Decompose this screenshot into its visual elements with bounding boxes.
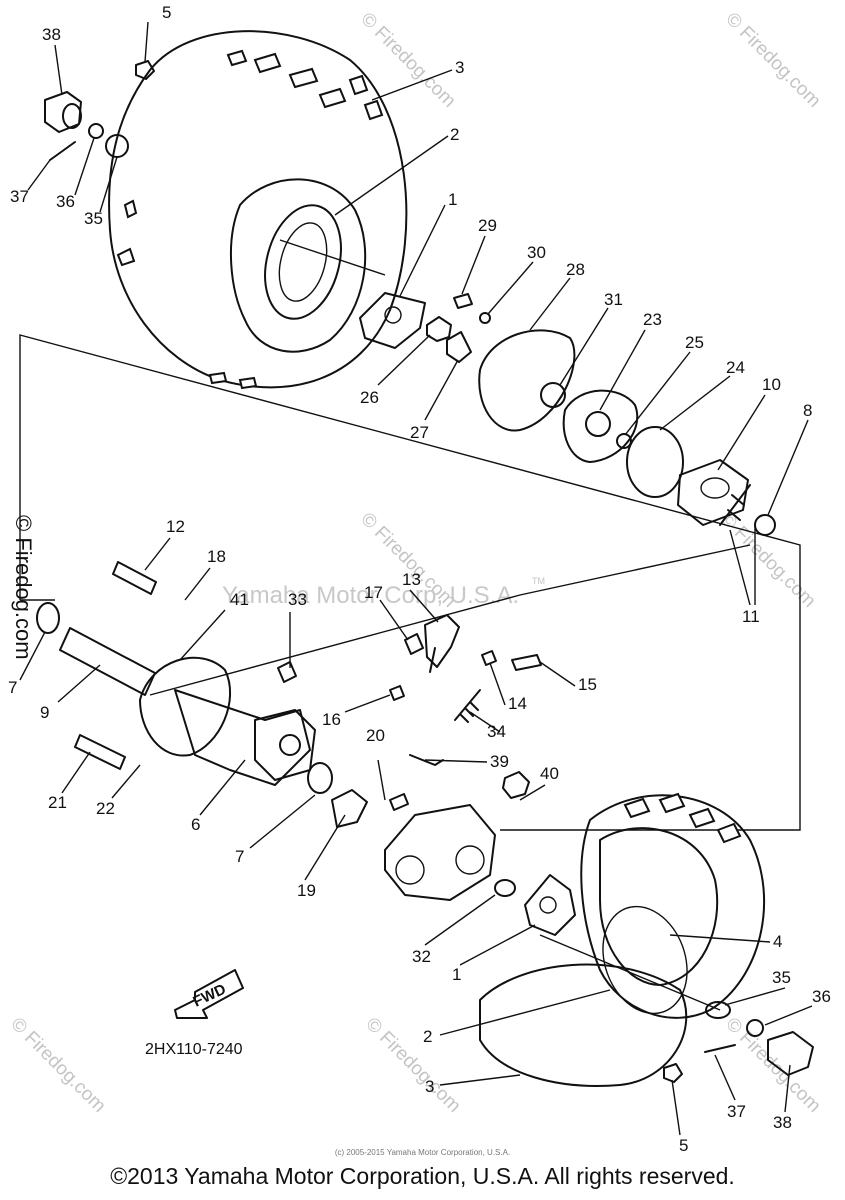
watermark-side: © Firedog.com [11, 515, 36, 660]
watermark-center: Yamaha Motor Corp, U.S.A. [222, 582, 519, 609]
watermark-tile: © Firedog.com [361, 1014, 464, 1117]
callout: 40 [540, 764, 559, 783]
callout: 4 [773, 932, 782, 951]
callout: 32 [412, 947, 431, 966]
callout: 28 [566, 260, 585, 279]
callout: 38 [42, 25, 61, 44]
callout: 2 [450, 125, 459, 144]
fwd-arrow: FWD [174, 969, 244, 1019]
watermark-tile: © Firedog.com [6, 1014, 109, 1117]
callout: 38 [773, 1113, 792, 1132]
callout: 9 [40, 703, 49, 722]
hub-center [384, 306, 402, 324]
leader-lines [19, 21, 813, 1136]
callout: 3 [425, 1077, 434, 1096]
callout: 1 [448, 190, 457, 209]
small-parts-top [44, 60, 776, 536]
callout: 41 [230, 590, 249, 609]
wheel-hub-top [359, 292, 426, 349]
callout: 10 [762, 375, 781, 394]
callout: 16 [322, 710, 341, 729]
callout: 7 [8, 678, 17, 697]
callout: 20 [366, 726, 385, 745]
callout: 17 [364, 583, 383, 602]
callout: 14 [508, 694, 527, 713]
callout: 35 [84, 209, 103, 228]
callout: 13 [402, 570, 421, 589]
watermark-tm: TM [532, 576, 545, 586]
callout: 33 [288, 590, 307, 609]
callout: 29 [478, 216, 497, 235]
callout: 1 [452, 965, 461, 984]
differential-housing [384, 804, 496, 901]
wheel-hub-bottom [524, 874, 576, 936]
diagram-code: 2HX110-7240 [145, 1041, 243, 1058]
callout: 23 [643, 310, 662, 329]
copyright-notice: ©2013 Yamaha Motor Corporation, U.S.A. A… [110, 1163, 735, 1189]
watermark-tile: © Firedog.com [356, 9, 459, 112]
callout: 35 [772, 968, 791, 987]
boundary-lines [19, 334, 801, 831]
watermark-tile: © Firedog.com [721, 9, 824, 112]
callout: 18 [207, 547, 226, 566]
callout: 22 [96, 799, 115, 818]
callout: 2 [423, 1027, 432, 1046]
callout: 11 [742, 607, 760, 626]
callout: 5 [162, 3, 171, 22]
callout: 31 [604, 290, 623, 309]
callout: 19 [297, 881, 316, 900]
callout: 5 [679, 1136, 688, 1155]
callout: 27 [410, 423, 429, 442]
top-wheel [108, 30, 408, 390]
callout: 37 [10, 187, 29, 206]
callout-labels: 38 5 3 2 37 36 35 1 29 30 28 31 23 25 24… [8, 3, 831, 1155]
callout: 21 [48, 793, 67, 812]
shaft-assembly [36, 561, 542, 828]
callout: 39 [490, 752, 509, 771]
callout: 15 [578, 675, 597, 694]
callout: 30 [527, 243, 546, 262]
callout: 6 [191, 815, 200, 834]
callout: 26 [360, 388, 379, 407]
callout: 36 [812, 987, 831, 1006]
callout: 3 [455, 58, 464, 77]
callout: 12 [166, 517, 185, 536]
callout: 36 [56, 192, 75, 211]
small-copyright: (c) 2005-2015 Yamaha Motor Corporation, … [334, 1148, 511, 1157]
callout: 8 [803, 401, 812, 420]
callout: 7 [235, 847, 244, 866]
bottom-wheel [479, 792, 766, 1087]
callout: 25 [685, 333, 704, 352]
watermark-tile: © Firedog.com [716, 509, 819, 612]
callout: 37 [727, 1102, 746, 1121]
callout: 24 [726, 358, 745, 377]
